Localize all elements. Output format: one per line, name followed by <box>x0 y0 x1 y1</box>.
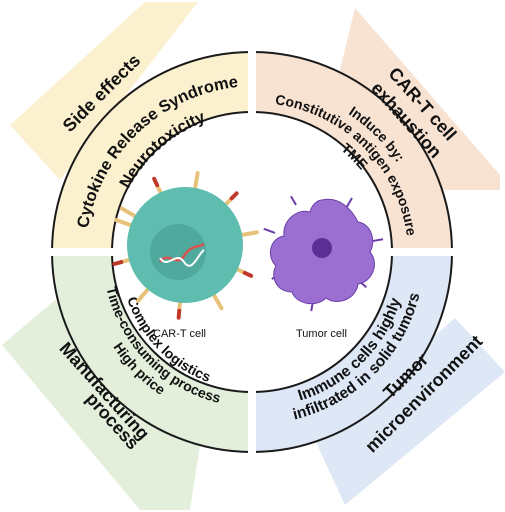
tumor-nucleus <box>312 238 332 258</box>
car-t-cell-illustration <box>112 171 259 320</box>
car-receptor-head <box>152 176 160 188</box>
car-receptor-head <box>194 171 200 183</box>
car-t-cell-label: CAR-T cell <box>153 328 206 340</box>
car-t-nucleus <box>150 224 206 280</box>
tumor-cell-illustration <box>263 195 384 312</box>
car-receptor-head <box>176 308 182 320</box>
inner-fill <box>116 116 388 388</box>
tumor-spike <box>263 227 276 234</box>
car-receptor-head <box>136 293 145 303</box>
car-receptor-head <box>247 230 259 236</box>
car-gene-strand-red <box>158 242 205 263</box>
tumor-spike <box>290 195 297 206</box>
tumor-cell-label: Tumor cell <box>296 328 347 340</box>
car-receptor-head <box>114 218 125 225</box>
car-t-exhaustion-tab <box>340 8 500 190</box>
car-gene-strand-white <box>159 249 205 267</box>
car-receptor-head <box>112 260 124 266</box>
car-receptor-head <box>216 300 224 311</box>
manufacturing-tab <box>2 300 200 510</box>
tumor-microenvironment-tab <box>315 318 505 505</box>
car-receptor-head <box>242 270 254 278</box>
car-receptor-head <box>119 206 130 214</box>
side-effects-tab <box>10 2 198 180</box>
car-receptor-head <box>229 191 239 201</box>
